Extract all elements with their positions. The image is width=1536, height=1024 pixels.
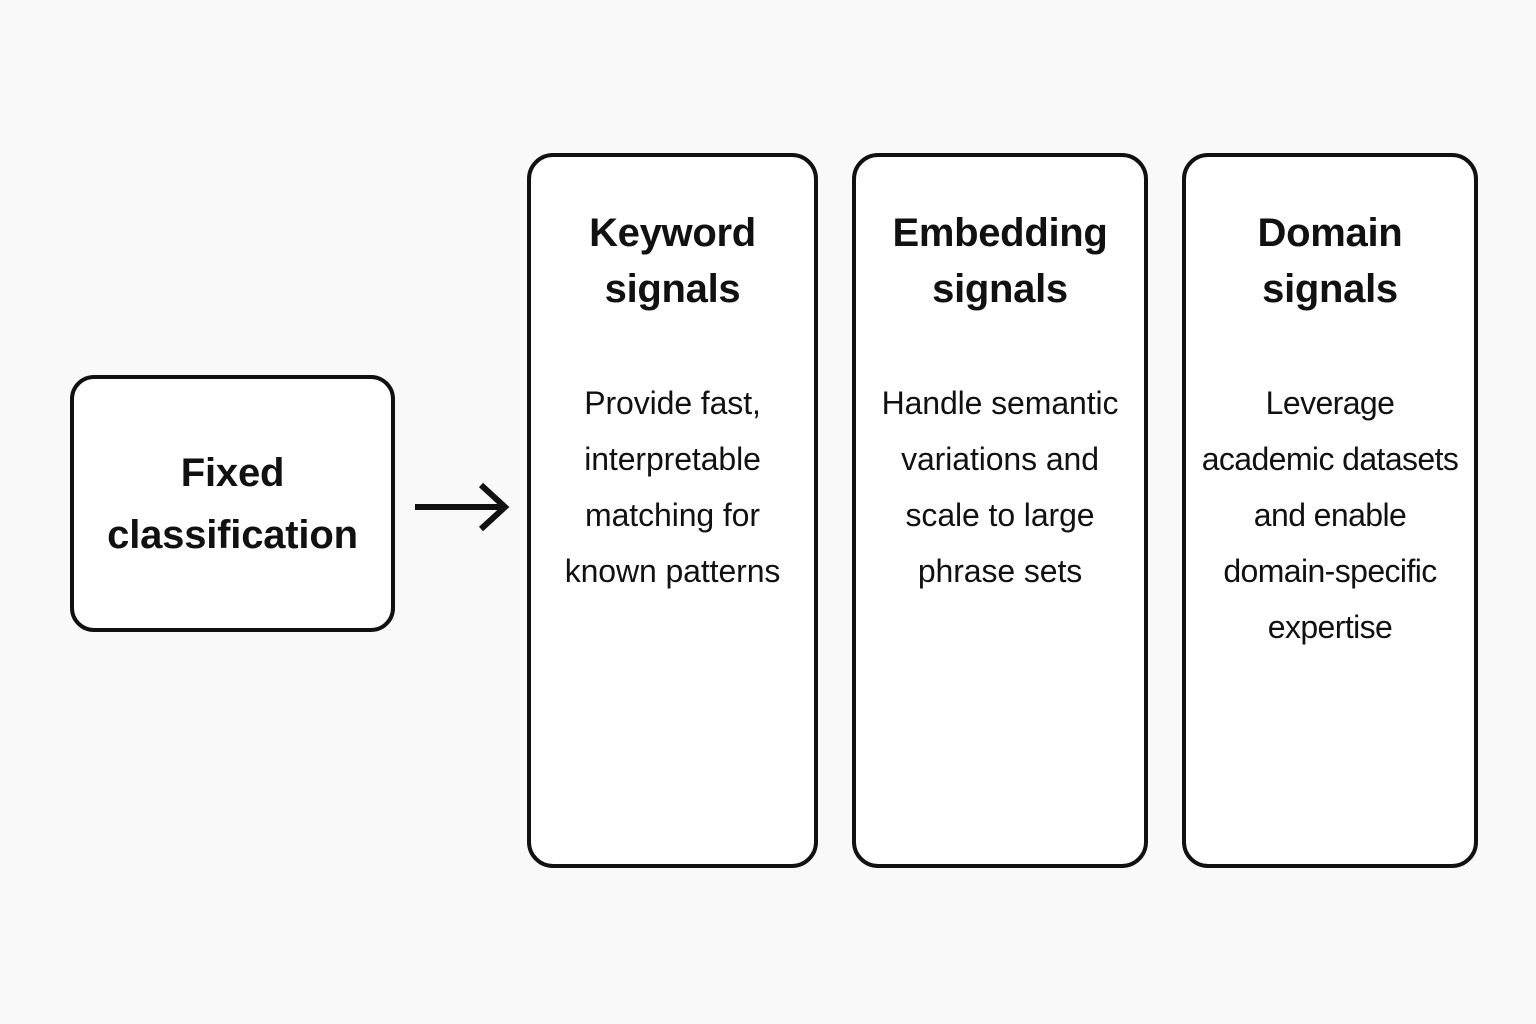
card-domain-signals[interactable]: Domain signals Leverage academic dataset… xyxy=(1182,153,1478,868)
node-fixed-classification[interactable]: Fixed classification xyxy=(70,375,395,632)
card-domain-signals-title: Domain signals xyxy=(1257,211,1403,311)
node-fixed-classification-label: Fixed classification xyxy=(107,450,358,557)
card-domain-signals-body: Leverage academic datasets and enable do… xyxy=(1201,385,1459,645)
card-embedding-signals-body: Handle semantic variations and scale to … xyxy=(881,385,1119,589)
arrow-right-icon xyxy=(405,477,520,537)
card-embedding-signals-title: Embedding signals xyxy=(892,211,1108,311)
card-embedding-signals[interactable]: Embedding signals Handle semantic variat… xyxy=(852,153,1148,868)
card-keyword-signals[interactable]: Keyword signals Provide fast, interpreta… xyxy=(527,153,818,868)
card-keyword-signals-title: Keyword signals xyxy=(589,211,756,311)
card-keyword-signals-body: Provide fast, interpretable matching for… xyxy=(564,385,781,589)
